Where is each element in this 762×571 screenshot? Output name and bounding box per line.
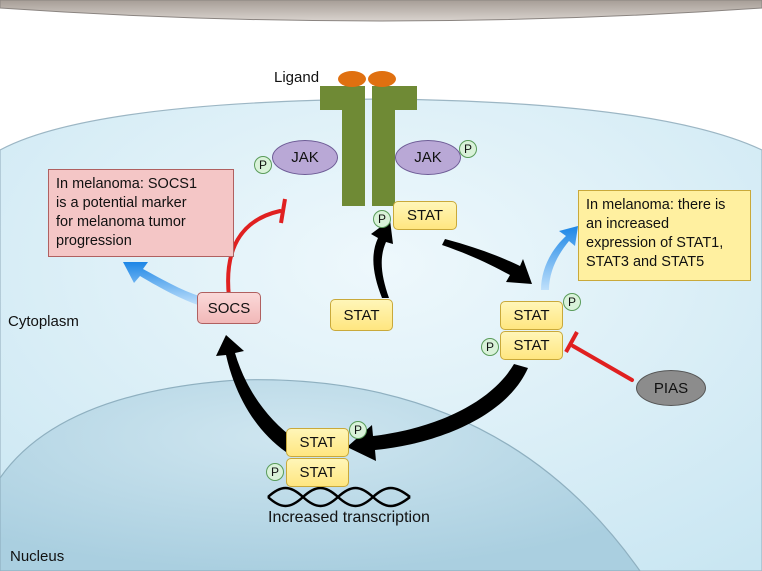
blue-arrow-stat-note <box>541 226 578 290</box>
note-line: expression of STAT1, <box>586 235 724 251</box>
note-line: In melanoma: there is <box>586 197 726 213</box>
note-line: STAT3 and STAT5 <box>586 254 705 270</box>
inhibit-socs-to-jak <box>226 209 282 299</box>
stat-nuclear-top-box: STAT <box>286 428 349 457</box>
note-line: an increased <box>586 216 670 232</box>
phospho-badge: P <box>373 210 391 228</box>
pias-oval: PIAS <box>636 370 706 406</box>
stat-free-box: STAT <box>330 299 393 331</box>
arrow-stat-to-receptor <box>371 220 393 298</box>
socs1-melanoma-note: In melanoma: SOCS1 is a potential marker… <box>48 169 234 257</box>
stat-receptor-box: STAT <box>393 201 457 230</box>
phospho-badge: P <box>266 463 284 481</box>
blue-arrow-socs-note <box>123 262 202 305</box>
arrow-nucleus-to-socs <box>216 335 296 452</box>
nucleus-label: Nucleus <box>10 548 65 565</box>
phospho-badge: P <box>459 140 477 158</box>
receptor <box>320 86 417 206</box>
outer-membrane <box>0 0 762 22</box>
note-line: progression <box>56 233 132 249</box>
inhibit-pias-to-stat <box>571 344 634 382</box>
phospho-badge: P <box>481 338 499 356</box>
stat-melanoma-note: In melanoma: there is an increased expre… <box>578 190 751 281</box>
phospho-badge: P <box>254 156 272 174</box>
stat-dimer-top-box: STAT <box>500 301 563 330</box>
arrow-dimer-to-nucleus <box>347 364 528 461</box>
note-line: for melanoma tumor <box>56 214 186 230</box>
phospho-badge: P <box>563 293 581 311</box>
ligand <box>338 71 396 87</box>
note-line: In melanoma: SOCS1 <box>56 176 198 192</box>
phospho-badge: P <box>349 421 367 439</box>
note-line: is a potential marker <box>56 195 187 211</box>
jak-left: JAK <box>272 140 338 175</box>
socs-box: SOCS <box>197 292 261 324</box>
jak-right: JAK <box>395 140 461 175</box>
dna <box>267 486 411 508</box>
arrow-receptor-to-dimer <box>442 239 532 284</box>
transcription-label: Increased transcription <box>268 509 430 526</box>
stat-dimer-bottom-box: STAT <box>500 331 563 360</box>
ligand-label: Ligand <box>274 69 320 86</box>
stat-nuclear-bottom-box: STAT <box>286 458 349 487</box>
cytoplasm-label: Cytoplasm <box>8 313 79 330</box>
